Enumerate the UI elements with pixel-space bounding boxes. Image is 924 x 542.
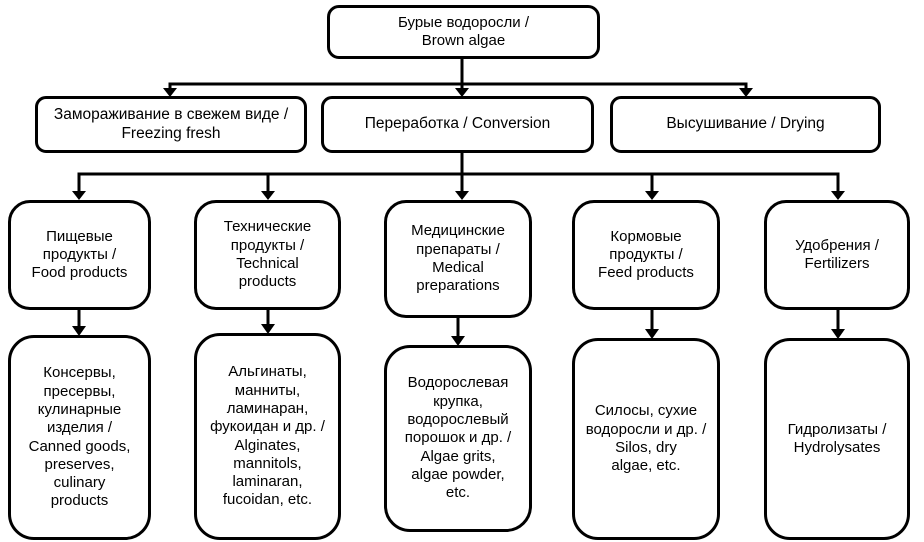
node-brown-algae: Бурые водоросли / Brown algae xyxy=(327,5,600,59)
node-medical-preparations-label: Медицинские препараты / Medical preparat… xyxy=(411,222,505,295)
node-medical-preparations: Медицинские препараты / Medical preparat… xyxy=(384,200,532,318)
node-conversion-label: Переработка / Conversion xyxy=(364,115,551,133)
node-technical-examples-label: Альгинаты, манниты, ламинаран, фукоидан … xyxy=(210,363,325,509)
node-fertilizers: Удобрения / Fertilizers xyxy=(764,200,910,310)
node-freezing-fresh-label: Замораживание в свежем виде / Freezing f… xyxy=(53,105,289,142)
node-technical-products-label: Технические продукты / Technical product… xyxy=(223,218,312,291)
node-conversion: Переработка / Conversion xyxy=(321,96,594,153)
node-medical-examples: Водорослевая крупка, водорослевый порошо… xyxy=(384,345,532,532)
node-fertilizers-label: Удобрения / Fertilizers xyxy=(795,236,879,272)
node-food-products-label: Пищевые продукты / Food products xyxy=(31,227,128,282)
node-food-products: Пищевые продукты / Food products xyxy=(8,200,151,310)
node-feed-products-label: Кормовые продукты / Feed products xyxy=(598,227,694,282)
node-feed-products: Кормовые продукты / Feed products xyxy=(572,200,720,310)
node-technical-products: Технические продукты / Technical product… xyxy=(194,200,341,310)
node-drying: Высушивание / Drying xyxy=(610,96,881,153)
node-fertilizer-examples: Гидролизаты / Hydrolysates xyxy=(764,338,910,540)
node-fertilizer-examples-label: Гидролизаты / Hydrolysates xyxy=(787,420,887,456)
node-drying-label: Высушивание / Drying xyxy=(666,115,825,133)
node-food-examples-label: Консервы, пресервы, кулинарные изделия /… xyxy=(28,364,131,510)
node-technical-examples: Альгинаты, манниты, ламинаран, фукоидан … xyxy=(194,333,341,540)
node-feed-examples: Силосы, сухие водоросли и др. / Silos, d… xyxy=(572,338,720,540)
node-brown-algae-label: Бурые водоросли / Brown algae xyxy=(397,13,530,49)
node-freezing-fresh: Замораживание в свежем виде / Freezing f… xyxy=(35,96,307,153)
node-medical-examples-label: Водорослевая крупка, водорослевый порошо… xyxy=(404,374,512,502)
node-food-examples: Консервы, пресервы, кулинарные изделия /… xyxy=(8,335,151,540)
node-feed-examples-label: Силосы, сухие водоросли и др. / Silos, d… xyxy=(585,402,707,475)
